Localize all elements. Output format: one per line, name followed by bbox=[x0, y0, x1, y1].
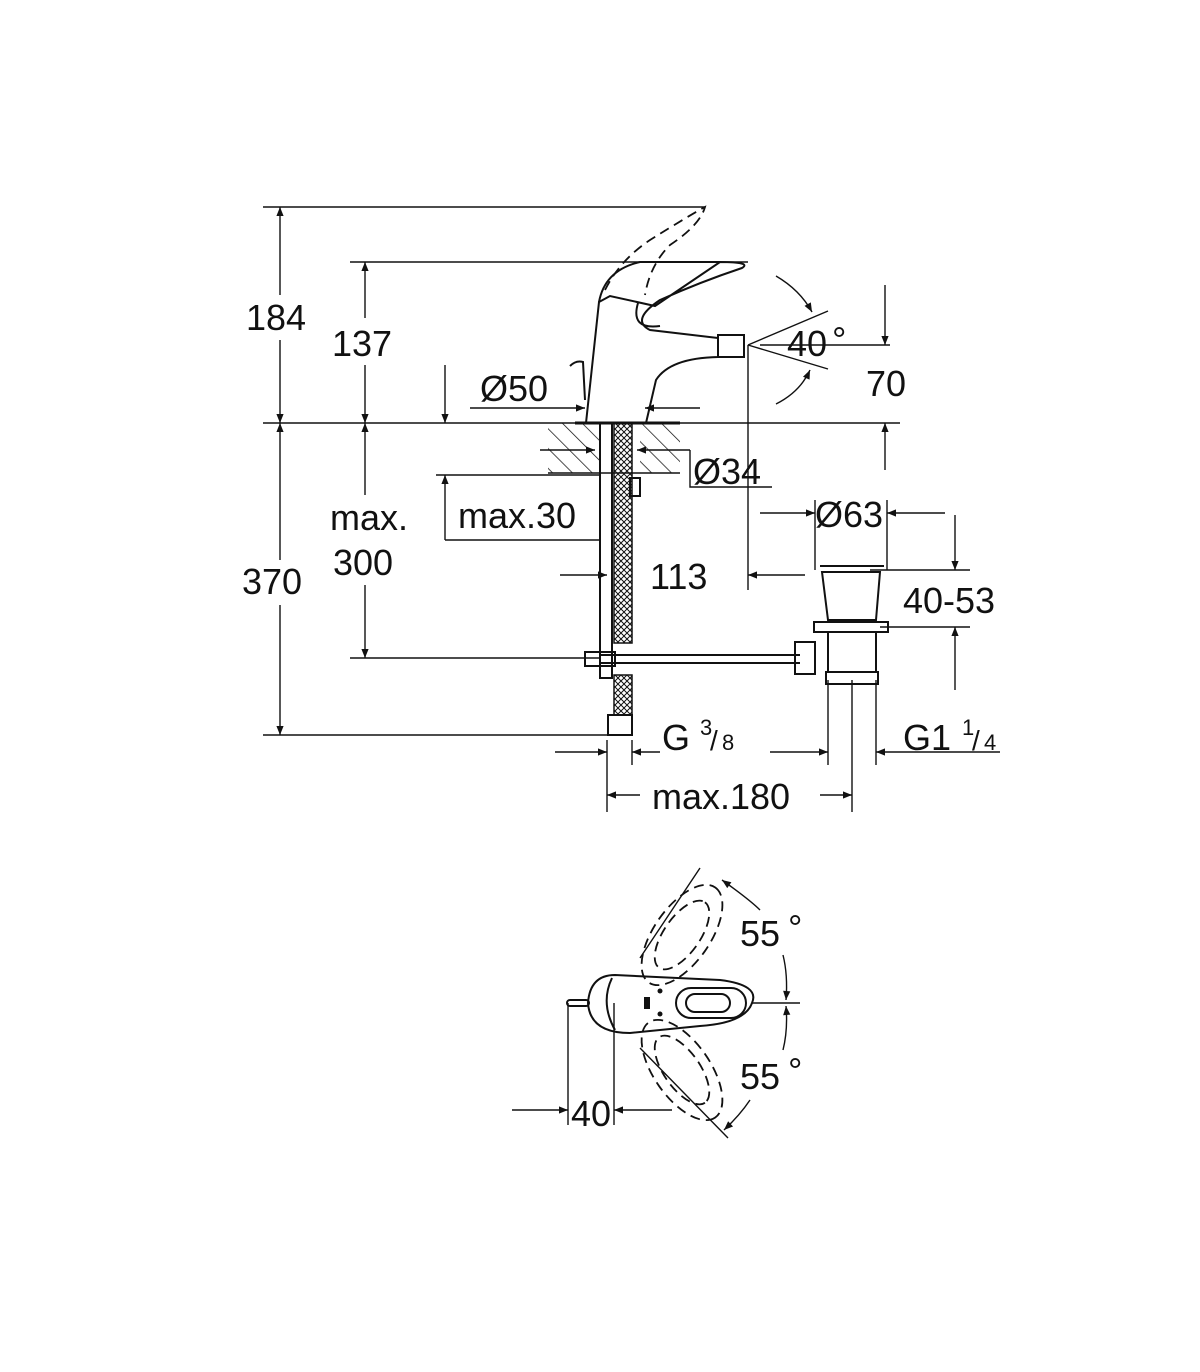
dimension-lines bbox=[276, 207, 1000, 812]
dimension-labels: 184 137 Ø50 40 ° 70 Ø34 max.30 Ø63 max. … bbox=[242, 297, 996, 1134]
label-g: G bbox=[662, 717, 690, 758]
fraction-slash-2: / bbox=[972, 725, 980, 756]
label-55-lower: 55 bbox=[740, 1056, 780, 1097]
label-40-offset: 40 bbox=[571, 1093, 611, 1134]
label-70: 70 bbox=[866, 363, 906, 404]
label-max-180: max.180 bbox=[652, 776, 790, 817]
label-g1: G1 bbox=[903, 717, 951, 758]
label-diameter-63: Ø63 bbox=[815, 494, 883, 535]
label-diameter-50: Ø50 bbox=[480, 368, 548, 409]
label-diameter-34: Ø34 bbox=[693, 451, 761, 492]
fraction-slash: / bbox=[710, 725, 718, 756]
label-g1-den: 4 bbox=[984, 730, 996, 755]
label-degree-lower: ° bbox=[788, 1050, 802, 1091]
label-degree-sign: ° bbox=[832, 319, 846, 360]
deck-section bbox=[548, 423, 680, 474]
label-g-num: 3 bbox=[700, 715, 712, 740]
label-137: 137 bbox=[332, 323, 392, 364]
label-55-upper: 55 bbox=[740, 913, 780, 954]
label-g-den: 8 bbox=[722, 730, 734, 755]
faucet-side-view bbox=[569, 205, 889, 736]
label-g1-num: 1 bbox=[962, 715, 974, 740]
label-degree-upper: ° bbox=[788, 907, 802, 948]
label-max: max. bbox=[330, 497, 408, 538]
label-max-30: max.30 bbox=[458, 495, 576, 536]
label-40-53: 40-53 bbox=[903, 580, 995, 621]
label-370: 370 bbox=[242, 561, 302, 602]
label-40-degree: 40 bbox=[787, 323, 827, 364]
faucet-top-view bbox=[512, 867, 800, 1139]
label-300: 300 bbox=[333, 542, 393, 583]
label-113: 113 bbox=[650, 556, 707, 597]
label-184: 184 bbox=[246, 297, 306, 338]
